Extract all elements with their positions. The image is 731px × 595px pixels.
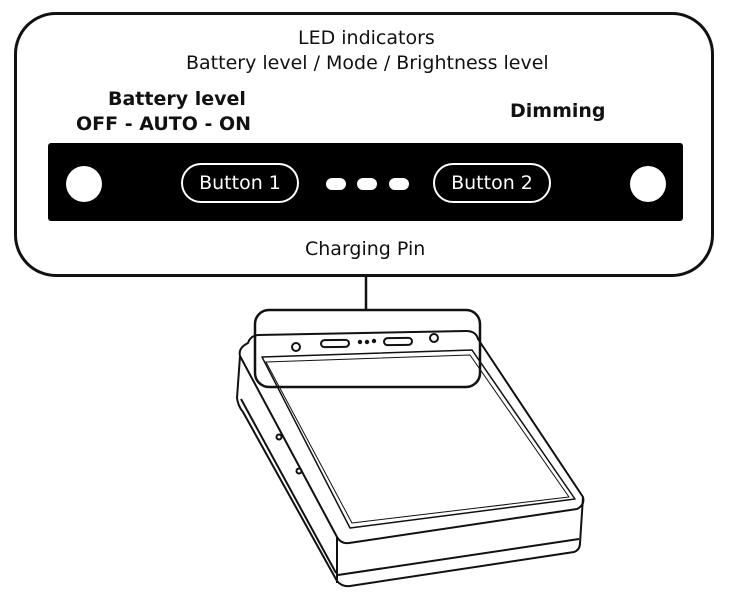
- led-indicator-1: [326, 178, 346, 190]
- device-highlight-box: [253, 308, 482, 389]
- device-button-2: [383, 336, 414, 347]
- battery-level-modes: OFF - AUTO - ON: [76, 113, 252, 135]
- device-screen: [261, 349, 576, 529]
- charging-pin-label: Charging Pin: [303, 237, 428, 261]
- charging-pin-left: [66, 166, 102, 202]
- led-indicator-2: [357, 178, 377, 190]
- device-side-screw: [275, 433, 283, 441]
- charging-pin-right: [630, 166, 666, 202]
- led-indicators-title: LED indicators: [298, 27, 435, 49]
- led-indicators-subtitle: Battery level / Mode / Brightness level: [186, 52, 549, 74]
- led-indicator-3: [389, 178, 409, 190]
- button-1[interactable]: Button 1: [181, 163, 299, 203]
- device-pin-right: [429, 333, 439, 343]
- device-button-1: [320, 338, 351, 349]
- device-illustration: [236, 330, 585, 588]
- battery-level-title: Battery level: [108, 88, 246, 110]
- device-side-screw: [295, 467, 303, 475]
- device-front-side: [236, 355, 584, 588]
- device-pin-left: [291, 342, 301, 352]
- button-2[interactable]: Button 2: [433, 163, 551, 203]
- dimming-label: Dimming: [510, 100, 606, 122]
